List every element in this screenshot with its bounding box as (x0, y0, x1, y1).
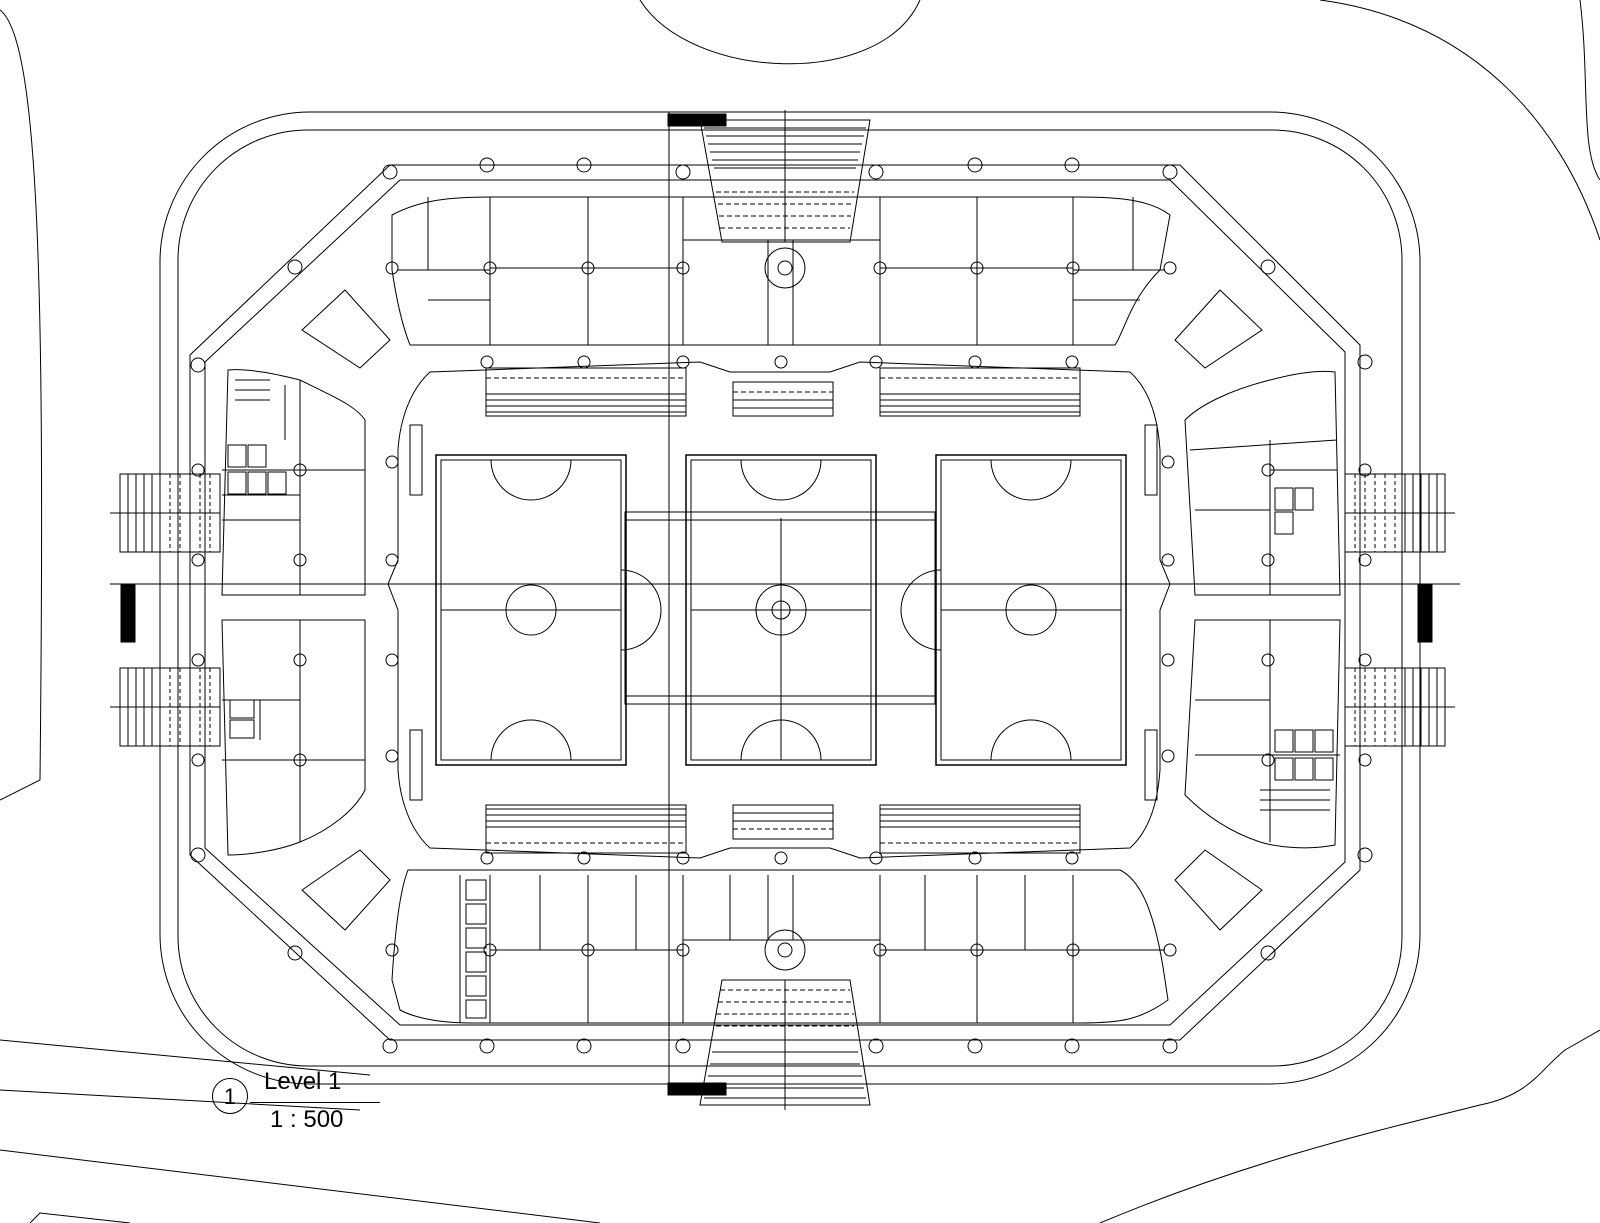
south-entry-slab (667, 1082, 727, 1096)
court-left (435, 454, 662, 766)
north-bleachers (485, 367, 1081, 417)
north-room-block (391, 196, 1171, 346)
arena-boundary (387, 361, 1171, 859)
inner-podium-outline (177, 129, 1403, 1067)
court-center (625, 454, 935, 766)
view-scale: 1 : 500 (270, 1106, 344, 1133)
east-room-block-upper (1184, 370, 1341, 596)
west-stair-lower (110, 667, 221, 747)
south-entrance-stair (699, 979, 871, 1110)
east-stair-lower (1344, 667, 1455, 747)
site-curve-right (1319, 0, 1600, 241)
site-curve-left (0, 9, 43, 801)
east-stair-upper (1344, 473, 1455, 553)
south-room-columns (385, 943, 1177, 957)
corner-room-nw (301, 289, 391, 369)
inner-octagon-ring (204, 179, 1346, 1026)
west-entry-slab (120, 583, 136, 643)
south-bleachers (485, 804, 1081, 854)
east-room-columns (1261, 463, 1372, 767)
west-room-columns (191, 463, 307, 767)
view-name: Level 1 (264, 1068, 342, 1095)
south-room-block (391, 869, 1169, 1024)
east-entry-slab (1417, 583, 1433, 643)
site-curve-bottom-right (1099, 1029, 1600, 1223)
court-right (900, 454, 1127, 766)
site-road-bottom (0, 1039, 601, 1223)
view-title-underline (250, 1102, 380, 1103)
corner-room-ne (1174, 289, 1263, 369)
east-room-block-lower (1184, 619, 1341, 849)
north-entrance-stair (699, 110, 871, 243)
view-number-bubble: 1 (212, 1078, 248, 1114)
outer-podium-outline (159, 111, 1421, 1085)
octagon-ring (189, 164, 1361, 1041)
site-curve-top (639, 0, 921, 65)
arena-side-stairs (409, 424, 1158, 801)
perimeter-columns (190, 157, 1373, 1054)
west-room-block-lower (221, 619, 366, 856)
corner-room-sw (301, 849, 391, 931)
court-frame (624, 511, 936, 705)
corner-room-se (1174, 849, 1263, 931)
view-title-block: 1 Level 1 1 : 500 (212, 1068, 412, 1148)
west-room-block-upper (221, 369, 366, 596)
west-stair-upper (110, 473, 221, 553)
arena-columns (385, 355, 1175, 865)
north-room-columns (385, 261, 1177, 275)
north-entry-slab (667, 113, 727, 127)
